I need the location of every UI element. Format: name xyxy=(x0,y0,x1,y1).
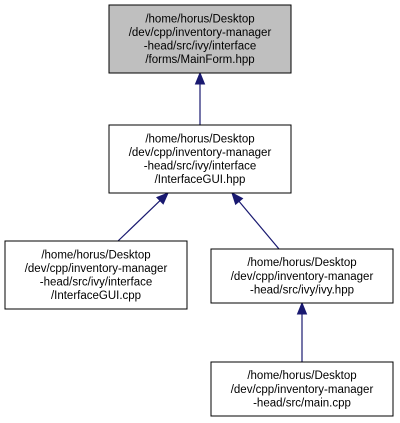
node-box xyxy=(108,124,292,194)
node-box xyxy=(210,248,394,304)
node-label-line: -head/src/main.cpp xyxy=(253,397,351,409)
edge-interfacegui_hpp-to-mainform xyxy=(194,71,206,125)
arrowhead-icon xyxy=(156,192,169,205)
arrowhead-icon xyxy=(296,301,308,315)
edge-main_cpp-to-ivy_hpp xyxy=(296,301,308,362)
node-label-line: /home/horus/Desktop xyxy=(145,13,254,25)
node-label-line: /dev/cpp/inventory-manager xyxy=(231,271,374,283)
node-ivy-hpp[interactable]: /home/horus/Desktop/dev/cpp/inventory-ma… xyxy=(210,248,394,304)
node-label-line: -head/src/ivy/interface xyxy=(144,161,257,173)
node-label-line: -head/src/ivy/interface xyxy=(40,277,153,289)
node-label-line: /dev/cpp/inventory-manager xyxy=(25,263,168,275)
node-label-line: /forms/MainForm.hpp xyxy=(145,54,254,66)
arrowhead-icon xyxy=(194,71,206,85)
node-label-line: -head/src/ivy/interface xyxy=(144,41,257,53)
node-label-line: /dev/cpp/inventory-manager xyxy=(129,27,272,39)
node-label-line: /dev/cpp/inventory-manager xyxy=(231,384,374,396)
node-box xyxy=(4,240,188,310)
node-label-line: /home/horus/Desktop xyxy=(41,249,150,261)
node-label-line: -head/src/ivy/ivy.hpp xyxy=(250,284,354,296)
node-mainform[interactable]: /home/horus/Desktop/dev/cpp/inventory-ma… xyxy=(108,4,292,74)
node-label-line: /home/horus/Desktop xyxy=(145,133,254,145)
arrowhead-icon xyxy=(231,191,244,206)
node-label-line: /InterfaceGUI.cpp xyxy=(51,290,141,302)
node-label-line: /home/horus/Desktop xyxy=(247,257,356,269)
node-interfacegui-cpp[interactable]: /home/horus/Desktop/dev/cpp/inventory-ma… xyxy=(4,240,188,310)
node-main-cpp[interactable]: /home/horus/Desktop/dev/cpp/inventory-ma… xyxy=(210,361,394,417)
node-box xyxy=(108,4,292,74)
node-label-line: /InterfaceGUI.hpp xyxy=(155,174,246,186)
node-interfacegui-hpp[interactable]: /home/horus/Desktop/dev/cpp/inventory-ma… xyxy=(108,124,292,194)
edge-ivy_hpp-to-interfacegui_hpp xyxy=(231,191,280,250)
edge-line xyxy=(117,200,161,242)
edge-line xyxy=(238,201,280,250)
node-box xyxy=(210,361,394,417)
edge-interfacegui_cpp-to-interfacegui_hpp xyxy=(117,192,169,242)
node-label-line: /dev/cpp/inventory-manager xyxy=(129,147,272,159)
node-label-line: /home/horus/Desktop xyxy=(247,370,356,382)
